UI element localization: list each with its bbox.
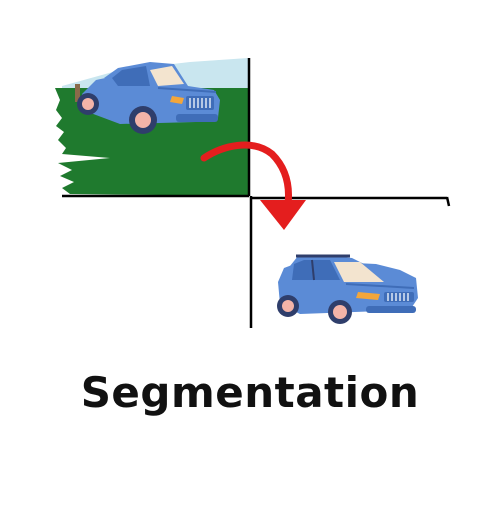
segmented-car-icon <box>277 254 418 324</box>
axes <box>62 58 451 328</box>
curved-arrow-icon <box>200 141 306 230</box>
fence-post <box>75 84 80 102</box>
diagram-caption: Segmentation <box>80 368 420 417</box>
source-car <box>77 62 220 134</box>
car-on-grass-scene-icon <box>55 58 248 196</box>
